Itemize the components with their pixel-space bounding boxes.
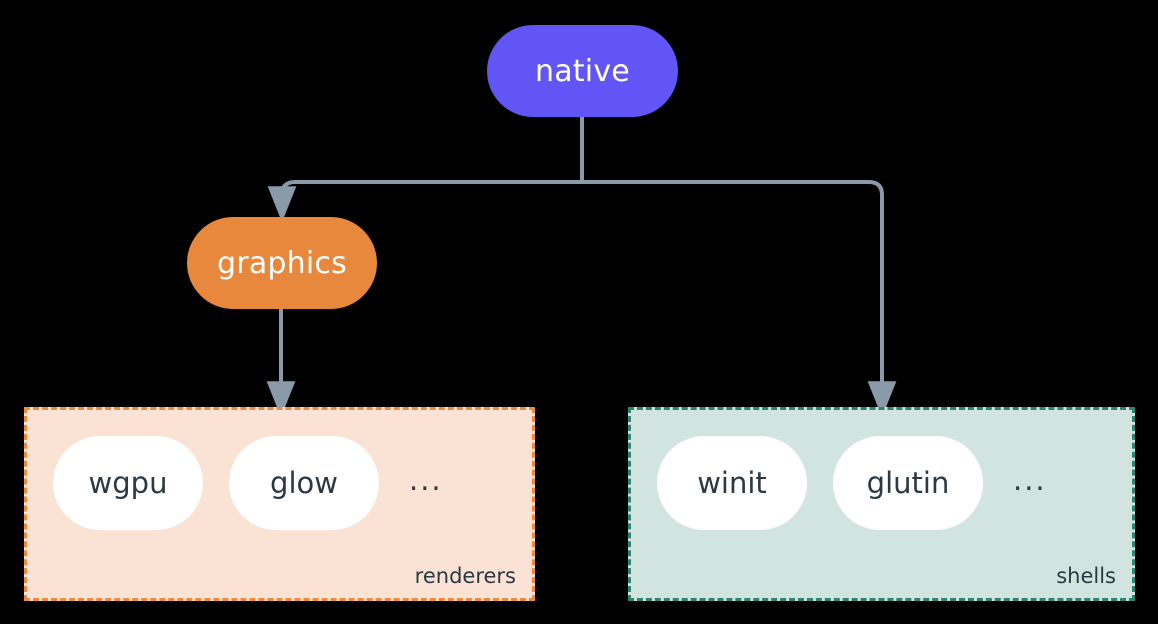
shells-item-list: winit glutin ...: [657, 436, 1047, 530]
edge-native-to-shells: [580, 180, 897, 418]
node-native-label: native: [535, 53, 630, 89]
group-shells: winit glutin ... shells: [628, 407, 1135, 601]
group-renderers-label: renderers: [414, 564, 516, 588]
item-wgpu-label: wgpu: [88, 466, 168, 500]
group-shells-label: shells: [1056, 564, 1116, 588]
item-winit[interactable]: winit: [657, 436, 807, 530]
item-glow-label: glow: [270, 466, 338, 500]
item-winit-label: winit: [697, 466, 767, 500]
item-glutin[interactable]: glutin: [833, 436, 983, 530]
group-renderers: wgpu glow ... renderers: [24, 407, 535, 601]
item-wgpu[interactable]: wgpu: [53, 436, 203, 530]
item-glutin-label: glutin: [866, 466, 950, 500]
node-graphics[interactable]: graphics: [187, 217, 377, 309]
item-glow[interactable]: glow: [229, 436, 379, 530]
edge-native-to-graphics: [267, 180, 584, 223]
renderers-ellipsis: ...: [409, 463, 443, 497]
renderers-item-list: wgpu glow ...: [53, 436, 443, 530]
node-native[interactable]: native: [487, 25, 678, 117]
node-graphics-label: graphics: [217, 245, 347, 281]
shells-ellipsis: ...: [1013, 463, 1047, 497]
